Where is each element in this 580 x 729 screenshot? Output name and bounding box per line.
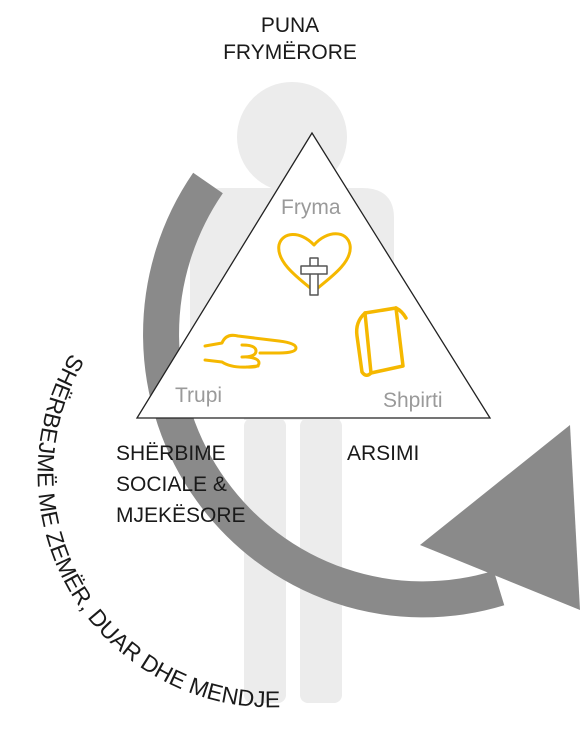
- top-title-line1: PUNA: [260, 14, 320, 37]
- education-label: ARSIMI: [347, 442, 420, 465]
- social-line2: SOCIALE &: [116, 473, 227, 496]
- top-title-line2: FRYMËRORE: [223, 41, 357, 64]
- label-soul: Shpirti: [383, 389, 443, 412]
- social-line1: SHËRBIME: [116, 442, 226, 465]
- top-title: PUNA FRYMËRORE: [190, 12, 390, 66]
- label-body: Trupi: [175, 384, 223, 407]
- book-icon: [354, 306, 408, 377]
- social-services-label: SHËRBIME SOCIALE & MJEKËSORE: [116, 438, 246, 531]
- cycle-arrow: [143, 172, 580, 618]
- label-spirit: Fryma: [281, 196, 341, 219]
- heart-cross-icon: [277, 232, 352, 296]
- social-line3: MJEKËSORE: [116, 504, 246, 527]
- pointing-hand-icon: [203, 333, 298, 369]
